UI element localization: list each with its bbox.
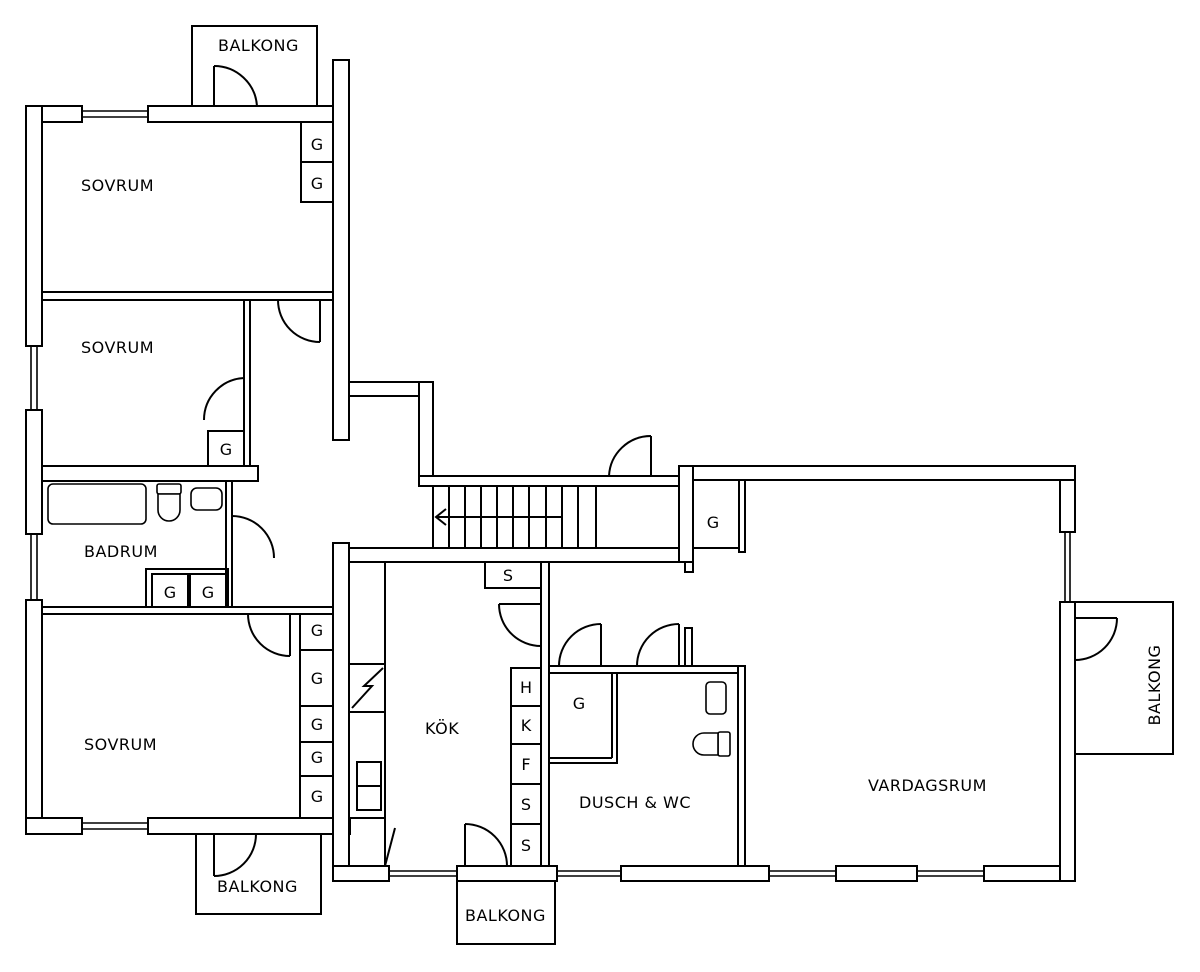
- wall: [418, 475, 682, 487]
- wall: [25, 599, 43, 835]
- storage-label: G: [311, 669, 323, 688]
- wall: [684, 561, 694, 573]
- wall: [332, 542, 350, 882]
- room-label-dusch-wc: DUSCH & WC: [579, 793, 691, 812]
- wall: [41, 465, 259, 482]
- fridge-freezer: [348, 663, 386, 713]
- room-label-badrum: BADRUM: [84, 542, 158, 561]
- wall: [348, 561, 386, 867]
- storage-mid-bedroom: G: [207, 430, 245, 467]
- storage-label: K: [521, 716, 532, 735]
- wall: [25, 105, 43, 347]
- wall: [835, 865, 918, 882]
- storage-label: G: [311, 621, 323, 640]
- wall: [678, 465, 694, 563]
- bathtub: [47, 483, 147, 525]
- storage-hall: G: [692, 479, 746, 553]
- storage-label: S: [503, 566, 513, 585]
- wall: [25, 409, 43, 535]
- sink: [705, 681, 727, 715]
- wall: [25, 817, 83, 835]
- storage-label: S: [521, 836, 531, 855]
- storage-label: G: [707, 513, 719, 532]
- wall: [620, 865, 770, 882]
- storage-bathroom: G G: [151, 573, 227, 608]
- wall: [418, 381, 434, 487]
- storage-label: H: [520, 678, 532, 697]
- storage-label: G: [202, 583, 214, 602]
- room-label-sovrum-bottom: SOVRUM: [84, 735, 157, 754]
- storage-dusch: G: [573, 694, 585, 713]
- storage-bottom-bedroom: G G G G G: [299, 613, 334, 819]
- storage-label: G: [573, 694, 585, 713]
- room-label-vardagsrum: VARDAGSRUM: [868, 776, 987, 795]
- wall: [548, 665, 746, 674]
- toilet-tank: [717, 731, 731, 757]
- toilet-bowl: [692, 732, 719, 756]
- storage-label: G: [311, 135, 323, 154]
- room-label-sovrum-mid: SOVRUM: [81, 338, 154, 357]
- wall: [540, 561, 550, 867]
- storage-label: G: [311, 748, 323, 767]
- storage-label: G: [311, 787, 323, 806]
- room-label-sovrum-top: SOVRUM: [81, 176, 154, 195]
- storage-label: G: [220, 440, 232, 459]
- sink: [190, 487, 223, 511]
- storage-label: G: [311, 715, 323, 734]
- wall: [456, 865, 558, 882]
- toilet-bowl: [157, 493, 181, 522]
- balcony-label-top: BALKONG: [218, 36, 299, 55]
- storage-label: S: [521, 795, 531, 814]
- wall: [548, 672, 618, 764]
- storage-label: G: [311, 174, 323, 193]
- staircase: [432, 485, 597, 549]
- room-label-kok: KÖK: [425, 719, 459, 738]
- balcony-label-bottom-center: BALKONG: [465, 906, 546, 925]
- wall: [147, 817, 351, 835]
- wall: [348, 547, 692, 563]
- wall: [1059, 601, 1076, 882]
- balcony-label-right: BALKONG: [1145, 645, 1164, 726]
- wall: [678, 465, 1076, 481]
- storage-top-bedroom: G G: [300, 121, 334, 203]
- wall: [684, 627, 693, 667]
- doors: [202, 64, 1118, 877]
- kitchen-cabinets: S H K F S S: [484, 561, 542, 867]
- wall: [41, 606, 334, 615]
- wall: [41, 291, 334, 301]
- wall: [737, 665, 746, 867]
- wall: [332, 865, 390, 882]
- balcony-label-bottom-left: BALKONG: [217, 877, 298, 896]
- wall: [332, 59, 350, 441]
- toilet-tank: [156, 483, 182, 495]
- storage-label: F: [521, 755, 530, 774]
- storage-label: G: [164, 583, 176, 602]
- wall: [147, 105, 349, 123]
